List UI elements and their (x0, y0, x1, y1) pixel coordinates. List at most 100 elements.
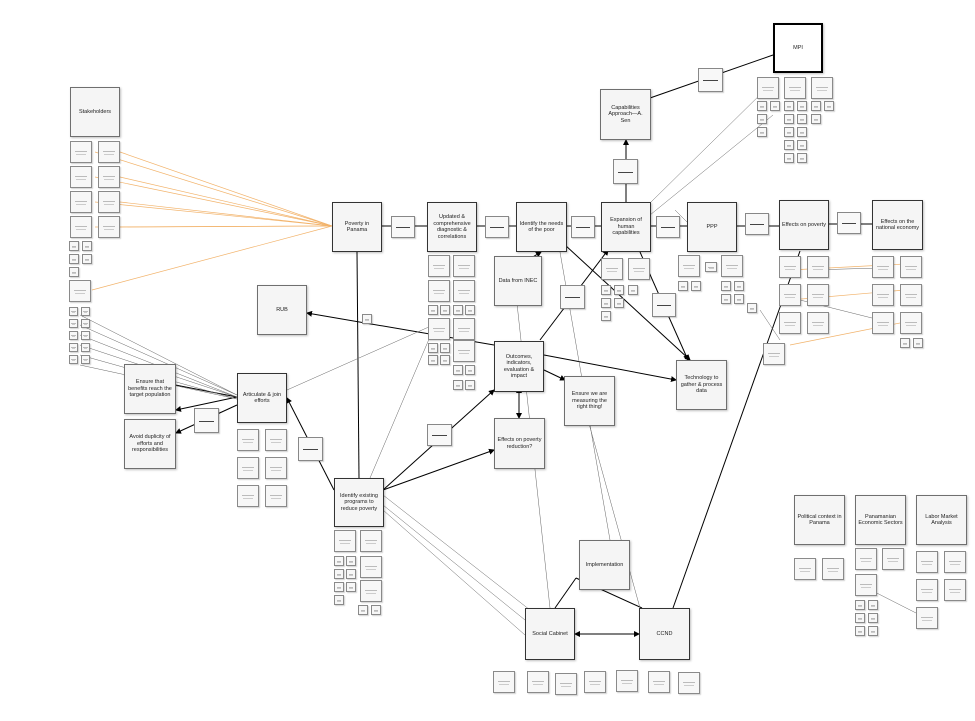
mpi-item[interactable] (797, 127, 807, 137)
program-item[interactable] (334, 530, 356, 552)
diagnostic-item[interactable] (440, 355, 450, 365)
link-label[interactable] (571, 216, 595, 238)
labor-item[interactable] (916, 579, 938, 601)
diagnostic-item[interactable] (453, 340, 475, 362)
capabilities-approach-node[interactable]: Capabilities Approach—A. Sen (600, 89, 651, 140)
sector-item[interactable] (868, 613, 878, 623)
link-label[interactable] (698, 68, 723, 92)
articulate-item[interactable] (265, 485, 287, 507)
economy-item[interactable] (872, 256, 894, 278)
stakeholder-item[interactable] (98, 166, 120, 188)
cabinet-item[interactable] (493, 671, 515, 693)
mpi-item[interactable] (784, 77, 806, 99)
labor-item[interactable] (916, 551, 938, 573)
effects-item[interactable] (763, 343, 785, 365)
program-item[interactable] (346, 569, 356, 579)
ccnd-item[interactable] (678, 672, 700, 694)
program-item[interactable] (334, 556, 344, 566)
link-label[interactable] (745, 213, 769, 235)
diagnostic-item[interactable] (428, 355, 438, 365)
ppp-item[interactable] (734, 281, 744, 291)
link-label[interactable] (613, 159, 638, 184)
capability-item[interactable] (614, 285, 624, 295)
mpi-item[interactable] (797, 153, 807, 163)
social-cabinet-node[interactable]: Social Cabinet (525, 608, 575, 660)
stakeholder-item[interactable] (69, 254, 79, 264)
link-label[interactable] (298, 437, 323, 461)
rub-node[interactable]: RUB (257, 285, 307, 335)
stakeholder-item[interactable] (82, 241, 92, 251)
political-item[interactable] (794, 558, 816, 580)
implementation-node[interactable]: Implementation (579, 540, 630, 590)
economy-item[interactable] (900, 256, 922, 278)
effects-item[interactable] (779, 256, 801, 278)
stakeholder-item[interactable] (69, 331, 78, 340)
diagnostic-item[interactable] (453, 365, 463, 375)
stakeholder-item[interactable] (81, 331, 90, 340)
stakeholder-item[interactable] (69, 241, 79, 251)
sector-item[interactable] (882, 548, 904, 570)
mpi-item[interactable] (824, 101, 834, 111)
mpi-item[interactable] (797, 101, 807, 111)
cabinet-item[interactable] (584, 671, 606, 693)
ppp-item[interactable] (691, 281, 701, 291)
mpi-item[interactable] (757, 101, 767, 111)
program-item[interactable] (334, 569, 344, 579)
ccnd-node[interactable]: CCND (639, 608, 690, 660)
program-item[interactable] (346, 582, 356, 592)
ppp-node[interactable]: PPP (687, 202, 737, 252)
diagnostic-item[interactable] (428, 255, 450, 277)
political-context-node[interactable]: Political context in Panama (794, 495, 845, 545)
diagnostic-item[interactable] (453, 318, 475, 340)
program-item[interactable] (334, 582, 344, 592)
ppp-item[interactable] (721, 255, 743, 277)
cabinet-item[interactable] (616, 670, 638, 692)
mpi-item[interactable] (784, 140, 794, 150)
diagnostic-item[interactable] (465, 365, 475, 375)
mpi-item[interactable] (797, 140, 807, 150)
diagnostic-item[interactable] (465, 380, 475, 390)
economy-item[interactable] (913, 338, 923, 348)
ppp-item[interactable] (678, 281, 688, 291)
diagnostic-item[interactable] (465, 305, 475, 315)
mpi-item[interactable] (784, 101, 794, 111)
stakeholder-item[interactable] (81, 343, 90, 352)
ppp-item[interactable] (705, 262, 717, 272)
economy-item[interactable] (872, 312, 894, 334)
mpi-item[interactable] (757, 114, 767, 124)
stakeholder-item[interactable] (98, 216, 120, 238)
outcomes-node[interactable]: Outcomes, indicators, evaluation & impac… (494, 341, 544, 392)
economy-item[interactable] (900, 338, 910, 348)
program-item[interactable] (360, 556, 382, 578)
identify-needs-node[interactable]: Identify the needs of the poor (516, 202, 567, 252)
sector-item[interactable] (855, 613, 865, 623)
mpi-node[interactable]: MPI (773, 23, 823, 73)
economy-item[interactable] (900, 284, 922, 306)
sector-item[interactable] (855, 574, 877, 596)
stakeholder-item[interactable] (82, 254, 92, 264)
cabinet-item[interactable] (555, 673, 577, 695)
articulate-item[interactable] (265, 429, 287, 451)
link-label[interactable] (194, 408, 219, 433)
mpi-item[interactable] (784, 127, 794, 137)
economy-item[interactable] (872, 284, 894, 306)
labor-item[interactable] (944, 579, 966, 601)
expansion-capabilities-node[interactable]: Expansion of human capabilities (601, 202, 651, 252)
sector-item[interactable] (855, 548, 877, 570)
stakeholder-item[interactable] (69, 343, 78, 352)
diagnostic-item[interactable] (428, 305, 438, 315)
effects-item[interactable] (807, 256, 829, 278)
program-item[interactable] (358, 605, 368, 615)
articulate-item[interactable] (265, 457, 287, 479)
ppp-item[interactable] (678, 255, 700, 277)
stakeholder-item[interactable] (98, 141, 120, 163)
diagnostic-item[interactable] (428, 318, 450, 340)
avoid-duplicity-node[interactable]: Avoid duplicity of efforts and responsib… (124, 419, 176, 469)
stakeholder-item[interactable] (70, 141, 92, 163)
program-item[interactable] (360, 530, 382, 552)
poverty-in-panama-node[interactable]: Poverty in Panama (332, 202, 382, 252)
diagnostic-item[interactable] (453, 305, 463, 315)
sector-item[interactable] (855, 600, 865, 610)
stakeholder-item[interactable] (98, 191, 120, 213)
economy-item[interactable] (900, 312, 922, 334)
